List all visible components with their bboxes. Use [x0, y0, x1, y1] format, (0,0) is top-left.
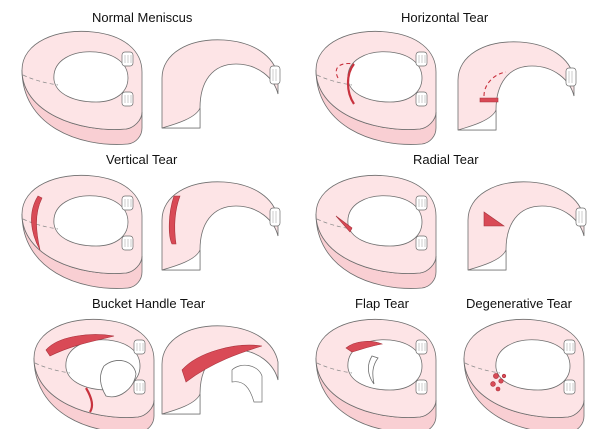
title-flap-tear: Flap Tear — [355, 296, 409, 311]
vertical-tear-ring — [21, 174, 143, 289]
title-bucket-handle-tear: Bucket Handle Tear — [92, 296, 206, 311]
title-horizontal-tear: Horizontal Tear — [401, 10, 489, 25]
bucket-handle-tear-ring — [33, 318, 155, 429]
horizontal-tear-section — [457, 41, 577, 131]
radial-tear-section — [467, 181, 587, 271]
vertical-tear-section — [161, 181, 281, 271]
title-radial-tear: Radial Tear — [413, 152, 479, 167]
normal-meniscus-section — [161, 39, 281, 129]
bucket-handle-tear-section — [161, 325, 279, 415]
degenerative-tear-ring — [463, 318, 585, 429]
horizontal-tear-ring — [315, 30, 437, 145]
title-normal-meniscus: Normal Meniscus — [92, 10, 193, 25]
title-vertical-tear: Vertical Tear — [106, 152, 178, 167]
normal-meniscus-ring — [21, 30, 143, 145]
flap-tear-ring — [315, 318, 437, 429]
radial-tear-ring — [315, 174, 437, 289]
title-degenerative-tear: Degenerative Tear — [466, 296, 572, 311]
